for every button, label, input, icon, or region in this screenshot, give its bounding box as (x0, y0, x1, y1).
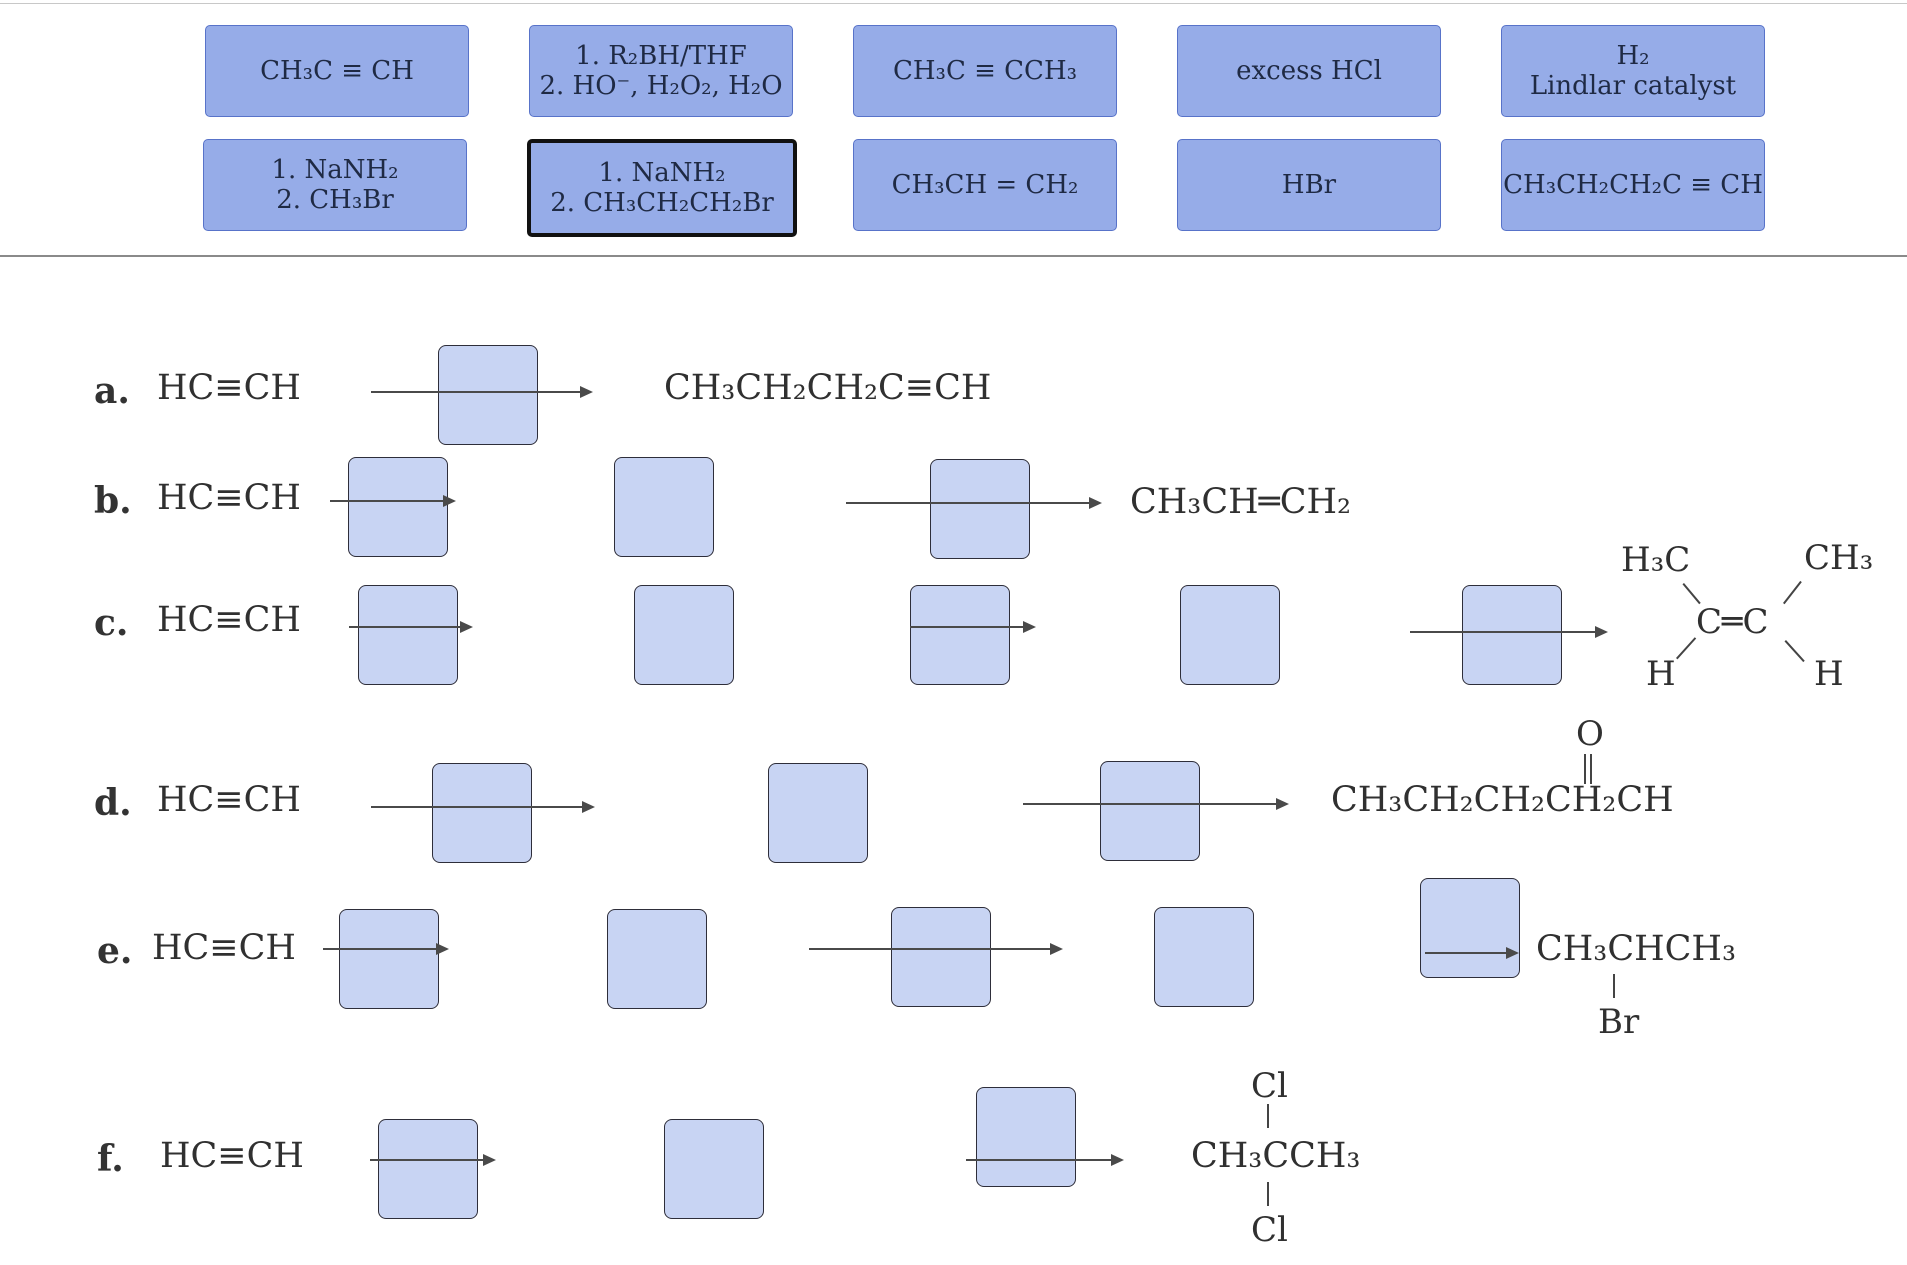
drop-zone-b-1[interactable] (348, 457, 448, 557)
reagent-text: 1. NaNH₂ (598, 158, 726, 188)
starting-material: HC≡CH (157, 780, 301, 820)
chlorine-bottom: Cl (1251, 1210, 1288, 1250)
product: CH₃CH₂CH₂C≡CH (664, 368, 992, 408)
hydrogen-left: H (1646, 654, 1676, 694)
reaction-arrow (349, 622, 473, 632)
product: CH₃CH₂CH₂CH₂CH (1331, 780, 1674, 820)
drop-zone-e-2[interactable] (607, 909, 707, 1009)
bond (1613, 974, 1615, 998)
starting-material: HC≡CH (152, 928, 296, 968)
reagent-text: 1. R₂BH/THF (575, 41, 747, 71)
bond (1676, 637, 1697, 660)
problem-label: c. (94, 602, 129, 644)
drop-zone-e-3[interactable] (891, 907, 991, 1007)
reagent-text: Lindlar catalyst (1529, 71, 1737, 101)
reaction-arrow (966, 1155, 1124, 1165)
starting-material: HC≡CH (157, 368, 301, 408)
bank-divider (0, 255, 1907, 257)
reagent-tile-1-pentyne[interactable]: CH₃CH₂CH₂C ≡ CH (1501, 139, 1765, 231)
bond (1682, 583, 1701, 605)
reagent-text: CH₃CH₂CH₂C ≡ CH (1503, 170, 1763, 200)
reagent-tile-propyne[interactable]: CH₃C ≡ CH (205, 25, 469, 117)
drop-zone-c-1[interactable] (358, 585, 458, 685)
reagent-text: 2. HO⁻, H₂O₂, H₂O (539, 71, 783, 101)
bond (1784, 640, 1805, 663)
reaction-arrow (809, 944, 1063, 954)
drop-zone-d-3[interactable] (1100, 761, 1200, 861)
product: CH₃CHCH₃ (1536, 929, 1736, 969)
problem-label: b. (94, 480, 132, 522)
problem-label: f. (97, 1138, 124, 1180)
reagent-tile-propene[interactable]: CH₃CH = CH₂ (853, 139, 1117, 231)
carbonyl-oxygen: O (1576, 714, 1604, 754)
reaction-arrow (323, 944, 449, 954)
starting-material: HC≡CH (157, 600, 301, 640)
reagent-text: 2. CH₃Br (276, 185, 394, 215)
reagent-tile-hbr[interactable]: HBr (1177, 139, 1441, 231)
hydrogen-right: H (1814, 654, 1844, 694)
drop-zone-f-1[interactable] (378, 1119, 478, 1219)
reaction-arrow (1023, 799, 1289, 809)
reaction-arrow (846, 498, 1102, 508)
drop-zone-b-3[interactable] (930, 459, 1030, 559)
reaction-arrow (371, 387, 593, 397)
reagent-text: excess HCl (1236, 56, 1382, 86)
reagent-text: 2. CH₃CH₂CH₂Br (550, 188, 774, 218)
drop-zone-c-4[interactable] (1180, 585, 1280, 685)
reaction-arrow (910, 622, 1036, 632)
reaction-arrow (1410, 627, 1608, 637)
alkene-core: C═C (1696, 602, 1769, 642)
drop-zone-e-5[interactable] (1420, 878, 1520, 978)
problem-label: d. (94, 782, 132, 824)
drop-zone-e-4[interactable] (1154, 907, 1254, 1007)
product: CH₃CH═CH₂ (1130, 482, 1352, 522)
reaction-arrow (330, 496, 456, 506)
chlorine-top: Cl (1251, 1066, 1288, 1106)
reagent-text: CH₃CH = CH₂ (891, 170, 1079, 200)
starting-material: HC≡CH (157, 478, 301, 518)
reagent-text: 1. NaNH₂ (271, 155, 399, 185)
drop-zone-a-1[interactable] (438, 345, 538, 445)
product: CH₃CCH₃ (1191, 1136, 1361, 1176)
drop-zone-d-2[interactable] (768, 763, 868, 863)
reaction-arrow (1425, 948, 1519, 958)
problem-label: a. (94, 370, 130, 412)
drop-zone-e-1[interactable] (339, 909, 439, 1009)
problem-label: e. (97, 930, 133, 972)
reagent-tile-excess-hcl[interactable]: excess HCl (1177, 25, 1441, 117)
top-divider (0, 3, 1907, 4)
bond (1267, 1182, 1269, 1206)
drop-zone-f-2[interactable] (664, 1119, 764, 1219)
bromine-substituent: Br (1598, 1002, 1640, 1042)
drop-zone-c-2[interactable] (634, 585, 734, 685)
methyl-right: CH₃ (1804, 538, 1874, 578)
bond (1783, 580, 1802, 605)
reagent-text: H₂ (1616, 41, 1650, 71)
reagent-tile-2-butyne[interactable]: CH₃C ≡ CCH₃ (853, 25, 1117, 117)
reagent-text: HBr (1281, 170, 1337, 200)
reaction-arrow (371, 802, 595, 812)
drop-zone-c-3[interactable] (910, 585, 1010, 685)
drop-zone-d-1[interactable] (432, 763, 532, 863)
methyl-left: H₃C (1621, 540, 1691, 580)
carbonyl-double-bond (1584, 754, 1592, 784)
drop-zone-c-5[interactable] (1462, 585, 1562, 685)
drop-zone-b-2[interactable] (614, 457, 714, 557)
reagent-text: CH₃C ≡ CCH₃ (892, 56, 1078, 86)
bond (1267, 1104, 1269, 1128)
reagent-text: CH₃C ≡ CH (260, 56, 414, 86)
reaction-arrow (370, 1155, 496, 1165)
starting-material: HC≡CH (160, 1136, 304, 1176)
drop-zone-f-3[interactable] (976, 1087, 1076, 1187)
